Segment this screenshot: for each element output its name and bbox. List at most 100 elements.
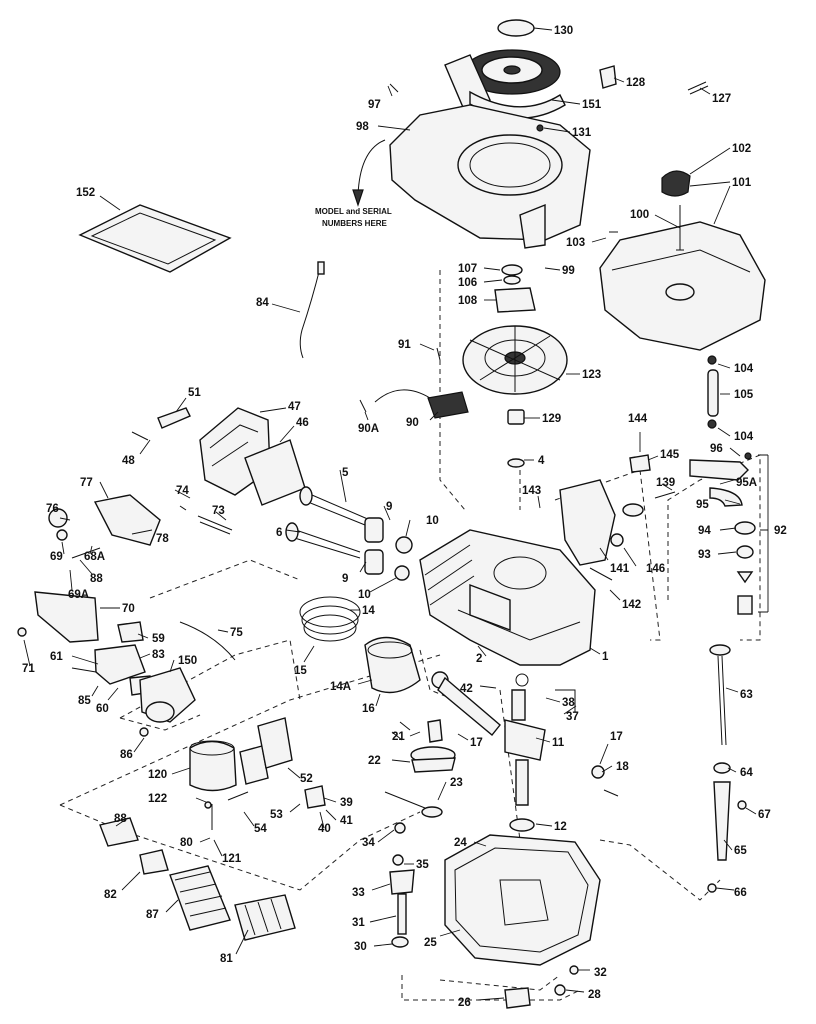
callout-59: 59 [152, 633, 165, 645]
callout-139: 139 [656, 477, 675, 489]
callout-94: 94 [698, 525, 711, 537]
callout-80: 80 [180, 837, 193, 849]
callout-5: 5 [342, 467, 349, 479]
callout-93: 93 [698, 549, 711, 561]
model-serial-note: MODEL and SERIAL NUMBERS HERE [315, 207, 392, 228]
callout-97: 97 [368, 99, 381, 111]
callout-15: 15 [294, 665, 307, 677]
callout-53: 53 [270, 809, 283, 821]
engine-block [419, 529, 596, 666]
piston-assembly [299, 596, 501, 736]
callout-61: 61 [50, 651, 63, 663]
callout-22: 22 [368, 755, 381, 767]
callout-37: 37 [566, 711, 579, 723]
callout-101: 101 [732, 177, 752, 189]
callout-28: 28 [588, 989, 601, 1001]
muffler [189, 717, 326, 830]
callout-46: 46 [296, 417, 309, 429]
callout-106: 106 [458, 277, 477, 289]
callout-2: 2 [476, 653, 482, 665]
callout-64: 64 [740, 767, 753, 779]
callout-52: 52 [300, 773, 313, 785]
callout-144: 144 [628, 413, 648, 425]
callout-17-lower: 17 [610, 731, 623, 743]
callout-30: 30 [354, 941, 367, 953]
camshaft [384, 719, 456, 818]
callout-67: 67 [758, 809, 771, 821]
callout-14a: 14A [330, 681, 351, 693]
callout-35: 35 [416, 859, 429, 871]
ignition-wire [299, 261, 325, 359]
callout-121: 121 [222, 853, 242, 865]
callout-142: 142 [622, 599, 641, 611]
callout-42: 42 [460, 683, 473, 695]
callout-54: 54 [254, 823, 267, 835]
callout-104-upper: 104 [734, 363, 754, 375]
callout-21: 21 [392, 731, 405, 743]
callout-40: 40 [318, 823, 331, 835]
callout-150: 150 [178, 655, 197, 667]
callout-128: 128 [626, 77, 646, 89]
callout-100: 100 [630, 209, 649, 221]
callout-41: 41 [340, 815, 353, 827]
callout-9-upper: 9 [386, 501, 392, 513]
callout-71: 71 [22, 663, 35, 675]
callout-69a: 69A [68, 589, 89, 601]
callout-12: 12 [554, 821, 567, 833]
fuel-line-parts [689, 355, 756, 615]
callout-87: 87 [146, 909, 159, 921]
crankcase-base [444, 834, 601, 1009]
callout-23: 23 [450, 777, 463, 789]
callout-68a: 68A [84, 551, 105, 563]
callout-74: 74 [176, 485, 189, 497]
callout-1: 1 [602, 651, 609, 663]
callout-91: 91 [398, 339, 411, 351]
callout-107: 107 [458, 263, 477, 275]
callout-31: 31 [352, 917, 365, 929]
callout-143: 143 [522, 485, 541, 497]
callout-18: 18 [616, 761, 629, 773]
callout-127: 127 [712, 93, 731, 105]
callout-123: 123 [582, 369, 601, 381]
air-filter-parts [99, 817, 296, 941]
callout-152: 152 [76, 187, 95, 199]
callout-75: 75 [230, 627, 243, 639]
oil-fill-tube [707, 644, 747, 893]
callout-26: 26 [458, 997, 471, 1009]
callout-104-lower: 104 [734, 431, 754, 443]
model-note-line-2: NUMBERS HERE [322, 219, 388, 228]
model-note-line-1: MODEL and SERIAL [315, 207, 392, 216]
cylinder-head [131, 407, 306, 506]
callout-86: 86 [120, 749, 133, 761]
callout-34: 34 [362, 837, 375, 849]
callout-88-upper: 88 [90, 573, 103, 585]
callout-141: 141 [610, 563, 630, 575]
callout-48: 48 [122, 455, 135, 467]
callout-39: 39 [340, 797, 353, 809]
part-callouts: 130 128 127 97 151 98 131 102 101 152 10… [22, 25, 787, 1009]
callout-131: 131 [572, 127, 592, 139]
callout-145: 145 [660, 449, 680, 461]
callout-25: 25 [424, 937, 437, 949]
callout-122: 122 [148, 793, 167, 805]
callout-146: 146 [646, 563, 665, 575]
callout-60: 60 [96, 703, 109, 715]
callout-99: 99 [562, 265, 575, 277]
callout-4: 4 [538, 455, 545, 467]
blower-housing [352, 83, 591, 249]
callout-108: 108 [458, 295, 478, 307]
callout-16: 16 [362, 703, 375, 715]
callout-33: 33 [352, 887, 365, 899]
callout-63: 63 [740, 689, 753, 701]
callout-92: 92 [774, 525, 787, 537]
callout-76: 76 [46, 503, 59, 515]
callout-151: 151 [582, 99, 602, 111]
callout-73: 73 [212, 505, 225, 517]
oil-pump-parts [389, 822, 415, 948]
callout-17-upper: 17 [470, 737, 483, 749]
callout-51: 51 [188, 387, 201, 399]
breather-assembly [559, 454, 676, 581]
callout-66: 66 [734, 887, 747, 899]
callout-65: 65 [734, 845, 747, 857]
callout-14: 14 [362, 605, 375, 617]
